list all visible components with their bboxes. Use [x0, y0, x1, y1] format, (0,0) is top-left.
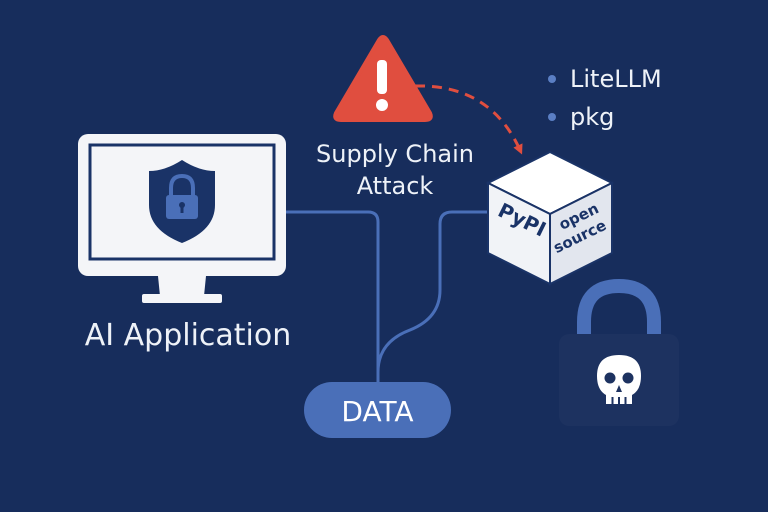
cube-to-data-line: [376, 210, 488, 373]
package-list-item: LiteLLM: [548, 60, 662, 98]
package-list-item: pkg: [548, 98, 662, 136]
connector-lines: [286, 210, 488, 382]
warning-triangle-icon: [333, 35, 433, 122]
warning-caption: Supply Chain Attack: [290, 138, 500, 202]
bullet-dot: [548, 113, 556, 121]
package-list: LiteLLM pkg: [548, 60, 662, 136]
skull-icon: [597, 355, 641, 404]
monitor-neck: [158, 276, 206, 296]
monitor-to-data-line: [286, 210, 380, 382]
data-pill: DATA: [304, 382, 451, 438]
data-pill-label: DATA: [341, 395, 413, 428]
padlock-shackle: [577, 278, 661, 340]
warning-caption-line2: Attack: [356, 172, 434, 200]
skull-padlock: [559, 278, 679, 426]
monitor-inner-frame: [88, 143, 276, 261]
bullet-dot: [548, 75, 556, 83]
monitor-caption: AI Application: [84, 318, 292, 353]
package-name: LiteLLM: [570, 65, 662, 93]
pypi-cube: PyPI open source: [485, 150, 615, 286]
cube-side-face: [549, 181, 613, 286]
package-name: pkg: [570, 103, 615, 131]
warning-caption-line1: Supply Chain: [316, 140, 474, 168]
monitor: [78, 134, 286, 303]
monitor-stand: [142, 294, 222, 303]
shield-lock-icon: [149, 160, 215, 243]
